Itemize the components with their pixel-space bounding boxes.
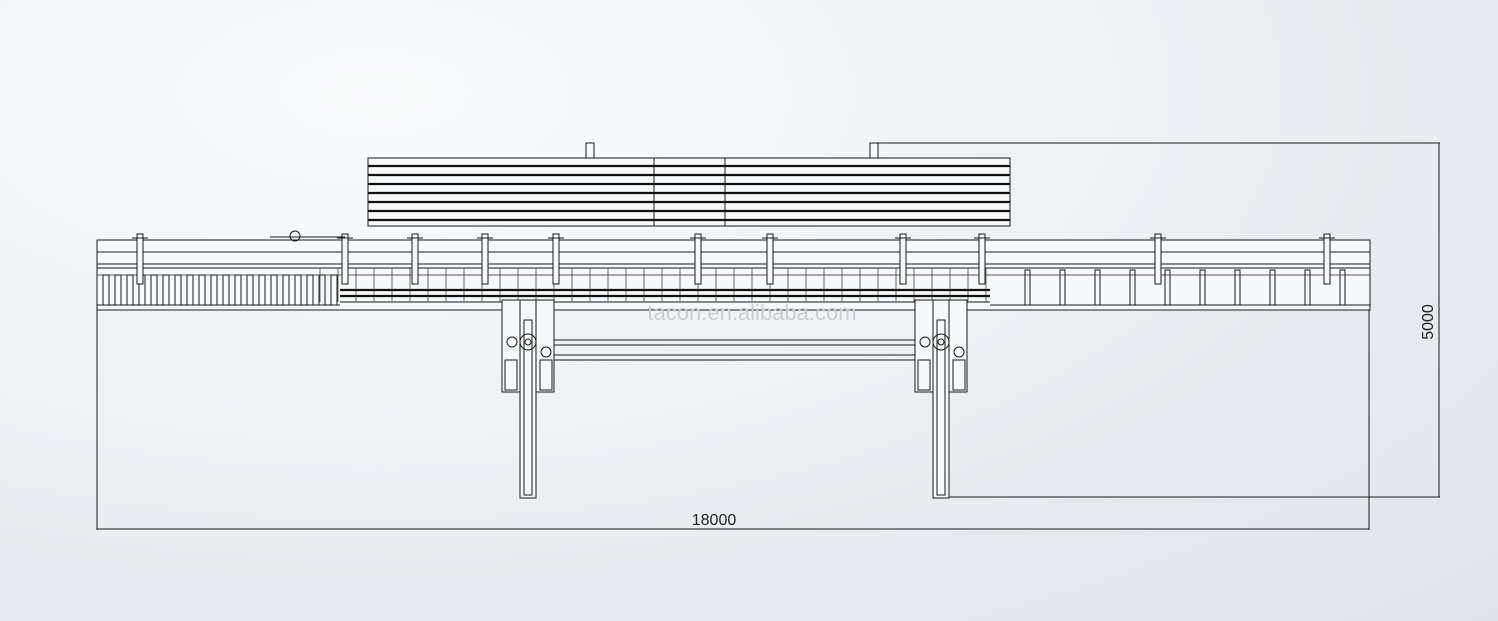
roller-slat — [246, 274, 254, 306]
roller-slat — [186, 274, 194, 306]
clamp-cylinder — [481, 233, 489, 285]
roller-slat — [1269, 269, 1276, 306]
roller-slat — [270, 274, 278, 306]
roller-slat — [282, 274, 290, 306]
clamp-cylinder — [411, 233, 419, 285]
height-dimension-label: 5000 — [1420, 304, 1437, 340]
pressure-gauge — [289, 230, 301, 242]
roller-slat — [318, 274, 326, 306]
clamp-cylinder — [978, 233, 986, 285]
roller-slat — [1339, 269, 1346, 306]
roller-slat — [330, 274, 338, 306]
roller-slat — [162, 274, 170, 306]
roller-slat — [1234, 269, 1241, 306]
roller-slat — [222, 274, 230, 306]
roller-slat — [150, 274, 158, 306]
roller-slat — [102, 274, 110, 306]
clamp-cylinder — [694, 233, 702, 285]
clamp-cylinder — [766, 233, 774, 285]
clamp-cylinder — [899, 233, 907, 285]
roller-slat — [1059, 269, 1066, 306]
clamp-cylinder — [341, 233, 349, 285]
roller-slat — [1024, 269, 1031, 306]
roller-slat — [210, 274, 218, 306]
roller-slat — [198, 274, 206, 306]
roller-slat — [258, 274, 266, 306]
right-support-leg — [914, 299, 968, 499]
watermark: tacon.en.alibaba.com — [647, 300, 856, 325]
roller-slat — [174, 274, 182, 306]
cross-rails — [554, 339, 915, 361]
main-beam — [96, 230, 1371, 311]
clamp-cylinder — [1323, 233, 1331, 285]
left-support-leg — [501, 299, 555, 499]
width-dimension-label: 18000 — [692, 512, 737, 529]
roller-slat — [1199, 269, 1206, 306]
clamp-cylinder — [136, 233, 144, 285]
roller-slat — [234, 274, 242, 306]
clamp-cylinder — [1154, 233, 1162, 285]
roller-slat — [306, 274, 314, 306]
roller-slat — [1129, 269, 1136, 306]
roller-slat — [294, 274, 302, 306]
roller-slat — [1164, 269, 1171, 306]
height-dimension — [872, 142, 1440, 498]
clamp-cylinder — [552, 233, 560, 285]
top-panel-stack — [367, 142, 1011, 227]
roller-slat — [114, 274, 122, 306]
roller-slat — [1304, 269, 1311, 306]
roller-slat — [126, 274, 134, 306]
roller-slat — [1094, 269, 1101, 306]
